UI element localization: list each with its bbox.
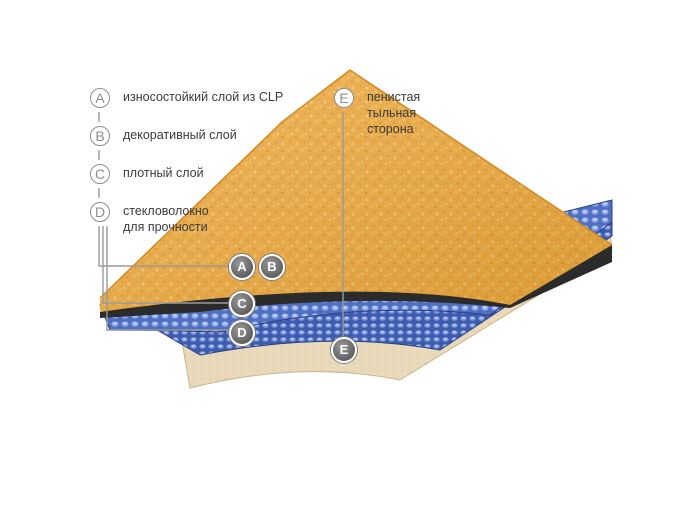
badge-b: B <box>90 126 110 146</box>
badge-c: C <box>90 164 110 184</box>
badge-a: A <box>90 88 110 108</box>
marker-b: B <box>259 254 285 280</box>
legend-label-b: декоративный слой <box>123 128 237 142</box>
marker-e: E <box>331 337 357 363</box>
legend-label-a: износостойкий слой из CLP <box>123 90 284 104</box>
marker-a: A <box>229 254 255 280</box>
legend-label-d: стекловолокно для прочности <box>123 204 209 234</box>
badge-e: E <box>334 88 354 108</box>
legend-label-e: пенистая тыльная сторона <box>367 90 421 136</box>
badge-d: D <box>90 202 110 222</box>
legend-label-c: плотный слой <box>123 166 204 180</box>
leader-lines <box>98 112 344 337</box>
marker-c: C <box>229 291 255 317</box>
marker-d: D <box>229 320 255 346</box>
